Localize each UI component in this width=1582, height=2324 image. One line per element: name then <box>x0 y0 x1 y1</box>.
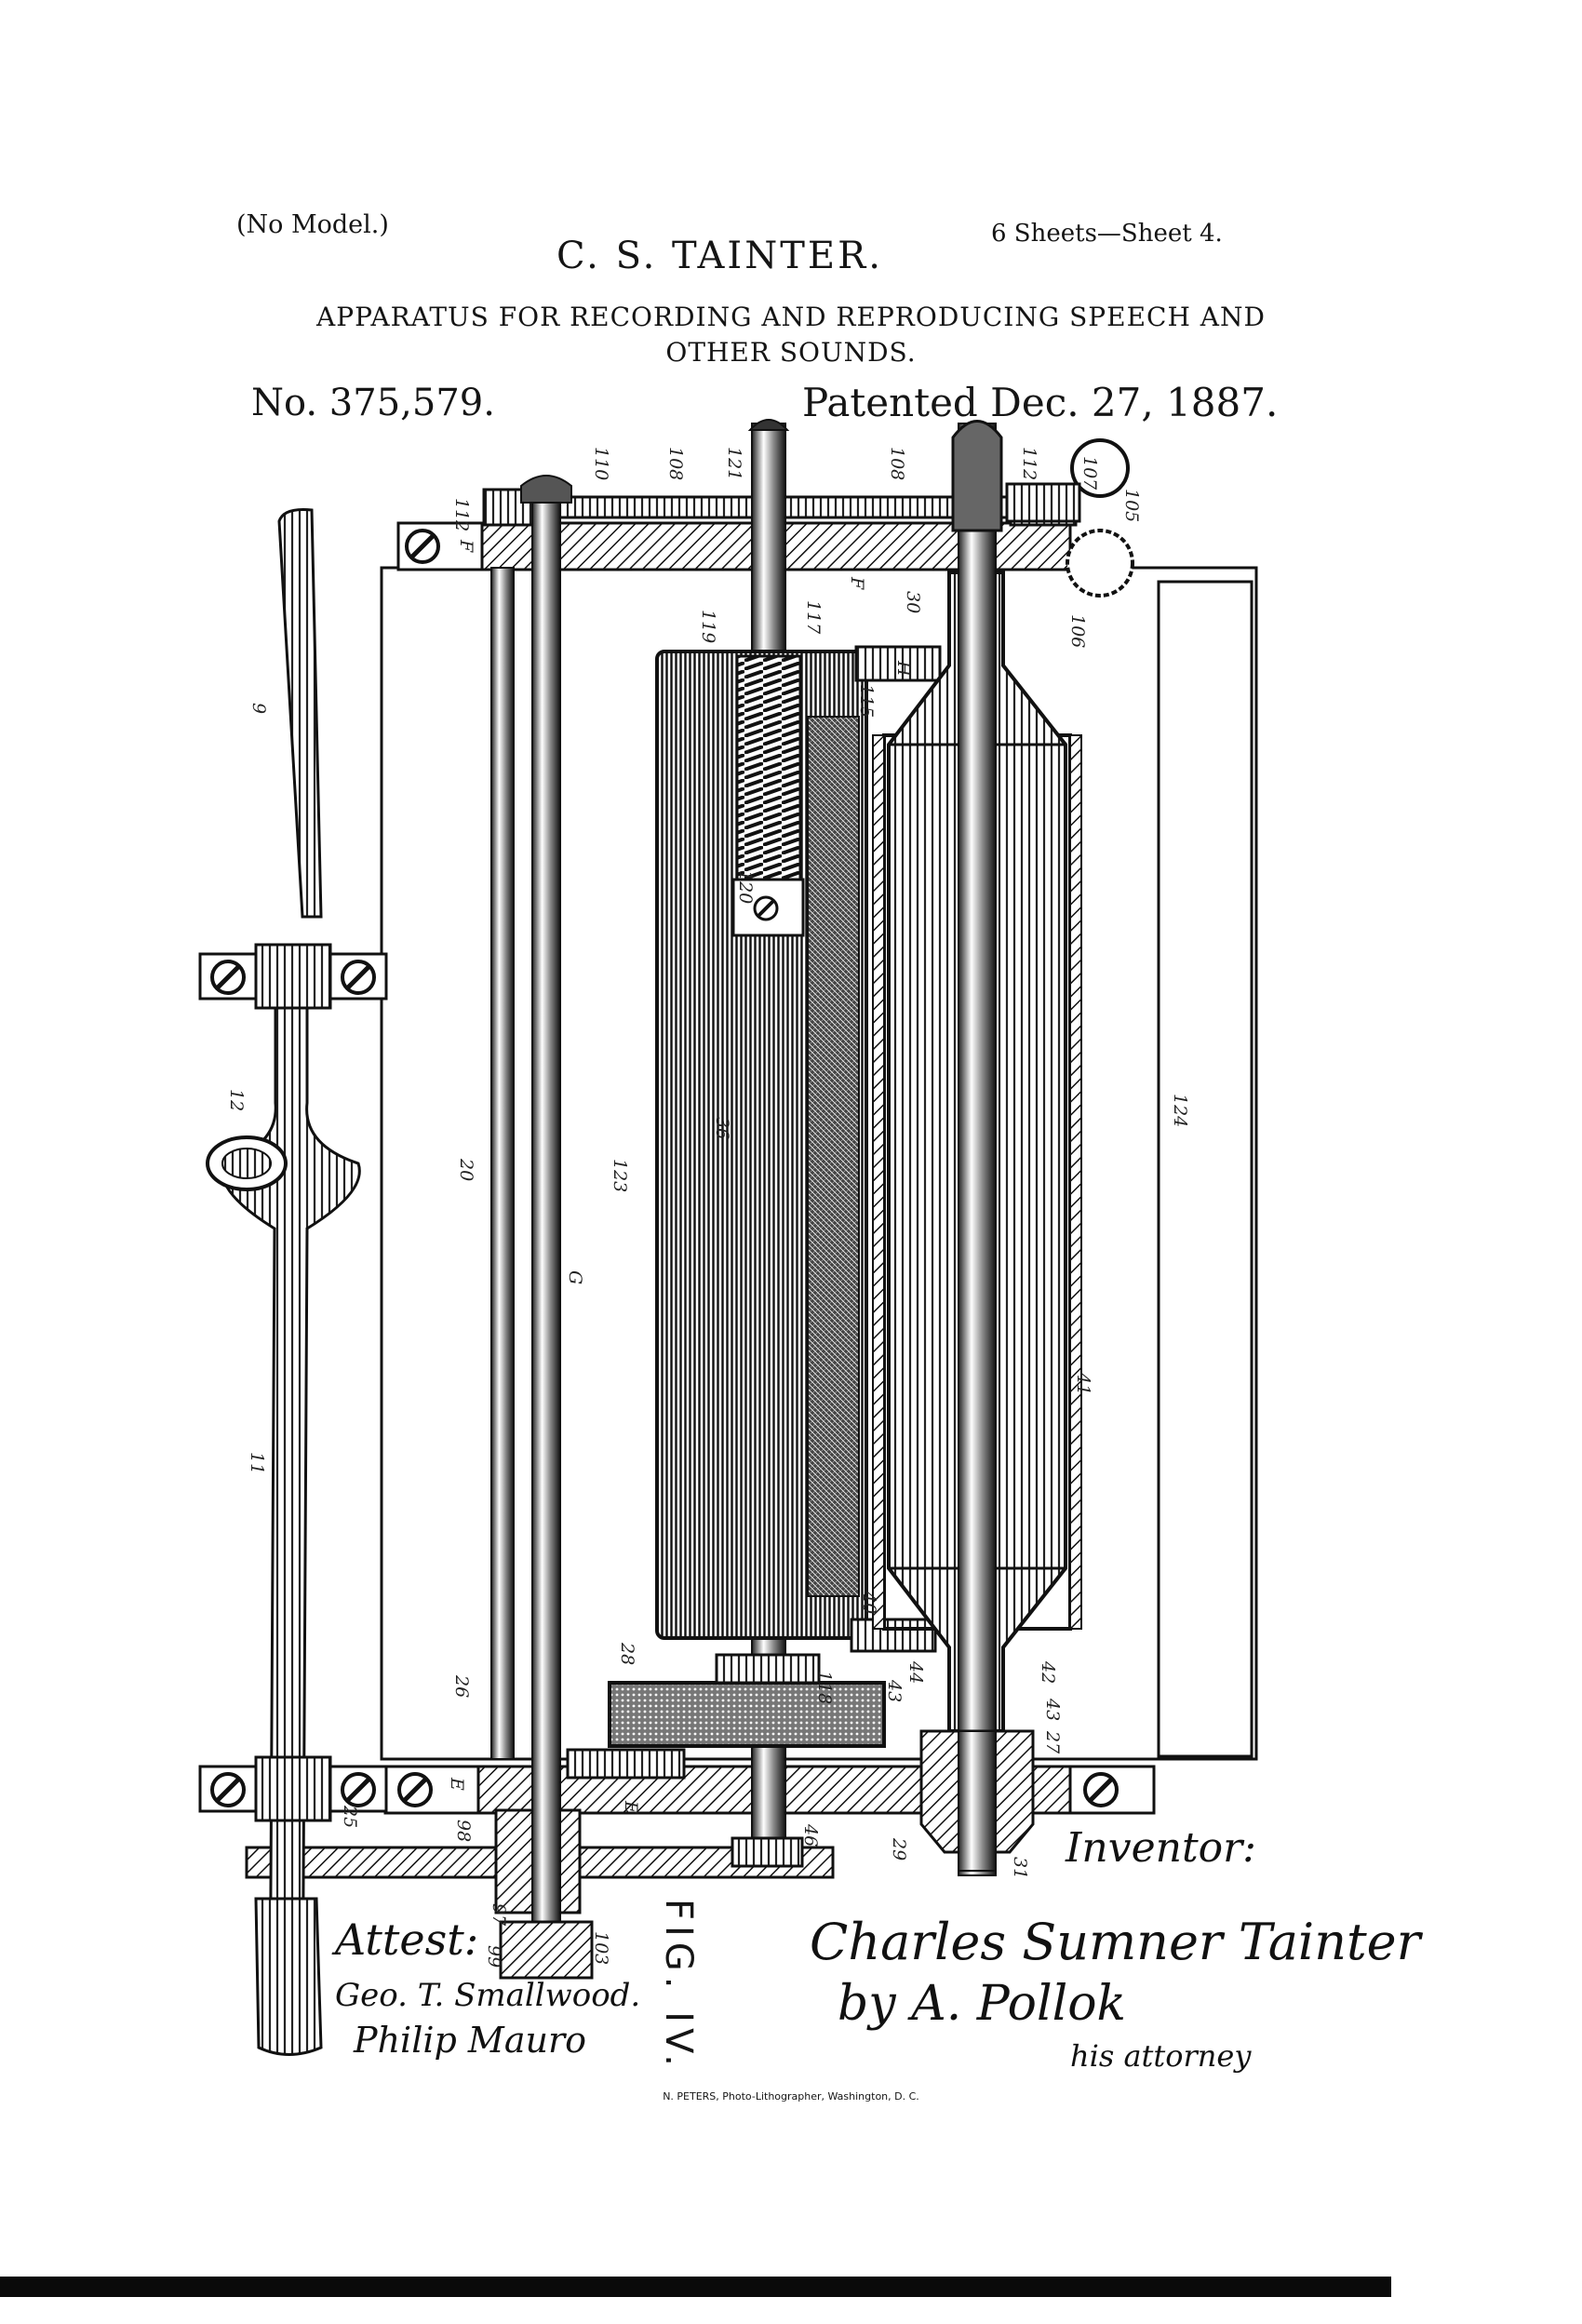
patent-title-line-1: APPARATUS FOR RECORDING AND REPRODUCING … <box>316 302 1266 332</box>
no-model-label: (No Model.) <box>236 210 389 239</box>
inventor-signature: Charles Sumner Tainter <box>810 1913 1424 1971</box>
ref-e: E <box>621 1800 641 1814</box>
ref-97: 97 <box>489 1903 509 1927</box>
ref-110: 110 <box>591 447 611 480</box>
ref-112: 112 <box>451 498 472 531</box>
cleaning-brush <box>807 716 860 1597</box>
ref-43: 43 <box>1042 1698 1063 1721</box>
ref-28: 28 <box>617 1642 637 1665</box>
ref-108: 108 <box>665 447 686 480</box>
ref-46: 46 <box>800 1823 821 1847</box>
ref-42: 42 <box>1038 1660 1058 1684</box>
ref-e: E <box>447 1777 467 1791</box>
ref-36: 36 <box>712 1117 732 1139</box>
ref-103: 103 <box>591 1931 611 1965</box>
ref-121: 121 <box>724 447 744 480</box>
witness-2-signature: Philip Mauro <box>353 2020 586 2061</box>
patent-number: No. 375,579. <box>251 382 495 424</box>
ref-h: H <box>893 660 914 677</box>
ref-12: 12 <box>226 1089 247 1111</box>
ref-112: 112 <box>1019 447 1039 480</box>
signatures: Inventor: Charles Sumner Tainter by A. P… <box>331 1824 1424 2074</box>
ref-40: 40 <box>859 1591 879 1614</box>
screw-head-icon <box>397 1772 1119 1807</box>
ref-26: 26 <box>451 1674 472 1698</box>
tube-clamp <box>198 1755 388 1822</box>
rod-cap <box>520 475 572 504</box>
inventor-name: C. S. TAINTER. <box>556 235 883 277</box>
screw-head-icon <box>405 529 440 564</box>
ref-115: 115 <box>856 684 877 718</box>
ref-f: F <box>847 576 867 590</box>
ref-g: G <box>565 1270 585 1284</box>
ref-98: 98 <box>453 1820 474 1842</box>
attest-label: Attest: <box>331 1914 478 1965</box>
reference-numbers: 112 110 108 121 108 107 112 105 F F 119 … <box>226 447 1190 1968</box>
ref-105: 105 <box>1121 489 1142 522</box>
guide-rod-g <box>531 502 561 1965</box>
ref-124: 124 <box>1170 1094 1190 1127</box>
witness-1-signature: Geo. T. Smallwood. <box>335 1977 640 2014</box>
shaft-head <box>951 420 1003 532</box>
ref-f: F <box>456 539 476 553</box>
ref-29: 29 <box>889 1837 909 1861</box>
ref-25: 25 <box>340 1805 360 1828</box>
ref-120: 120 <box>735 870 756 904</box>
attorney-note: his attorney <box>1070 2038 1252 2074</box>
inventor-label: Inventor: <box>1065 1824 1256 1872</box>
attorney-signature: by A. Pollok <box>838 1976 1126 2032</box>
hub-collar <box>715 1653 821 1685</box>
ref-119: 119 <box>698 610 718 643</box>
gear-icon <box>1005 438 1134 598</box>
gear-hub <box>608 1681 886 1748</box>
ref-20: 20 <box>456 1158 476 1181</box>
tube-clamp <box>198 943 388 1010</box>
speaking-tube <box>206 508 361 2056</box>
ref-9: 9 <box>248 703 269 714</box>
ref-30: 30 <box>903 591 923 613</box>
ref-44: 44 <box>905 1660 926 1684</box>
figure-label: FIG. IV. <box>657 1899 700 2072</box>
shaft-tip <box>747 419 790 431</box>
cylinder-shaft-lower <box>958 1730 997 1872</box>
guide-rod-20 <box>490 567 515 1760</box>
patent-date: Patented Dec. 27, 1887. <box>802 380 1279 425</box>
ref-108: 108 <box>887 447 907 480</box>
ref-43: 43 <box>884 1679 905 1702</box>
screw-head-icon <box>753 895 779 921</box>
ref-106: 106 <box>1067 614 1088 648</box>
ref-99: 99 <box>484 1945 504 1968</box>
ref-117: 117 <box>803 600 824 635</box>
ref-118: 118 <box>814 1671 835 1704</box>
coil-spring <box>735 654 802 909</box>
ref-31: 31 <box>1010 1857 1030 1879</box>
ref-11: 11 <box>247 1452 267 1474</box>
cylinder-shaft <box>958 423 997 1876</box>
scan-border <box>0 2277 1391 2297</box>
ref-27: 27 <box>1042 1730 1063 1754</box>
ref-41: 41 <box>1073 1372 1093 1395</box>
rod-nut <box>499 1920 594 1980</box>
ref-107: 107 <box>1079 456 1100 490</box>
printer-credit: N. PETERS, Photo-Lithographer, Washingto… <box>663 2090 919 2102</box>
patent-title-line-2: OTHER SOUNDS. <box>665 337 917 368</box>
sheet-count: 6 Sheets—Sheet 4. <box>991 220 1223 248</box>
shaft-collar <box>731 1836 804 1868</box>
ref-123: 123 <box>610 1159 630 1192</box>
